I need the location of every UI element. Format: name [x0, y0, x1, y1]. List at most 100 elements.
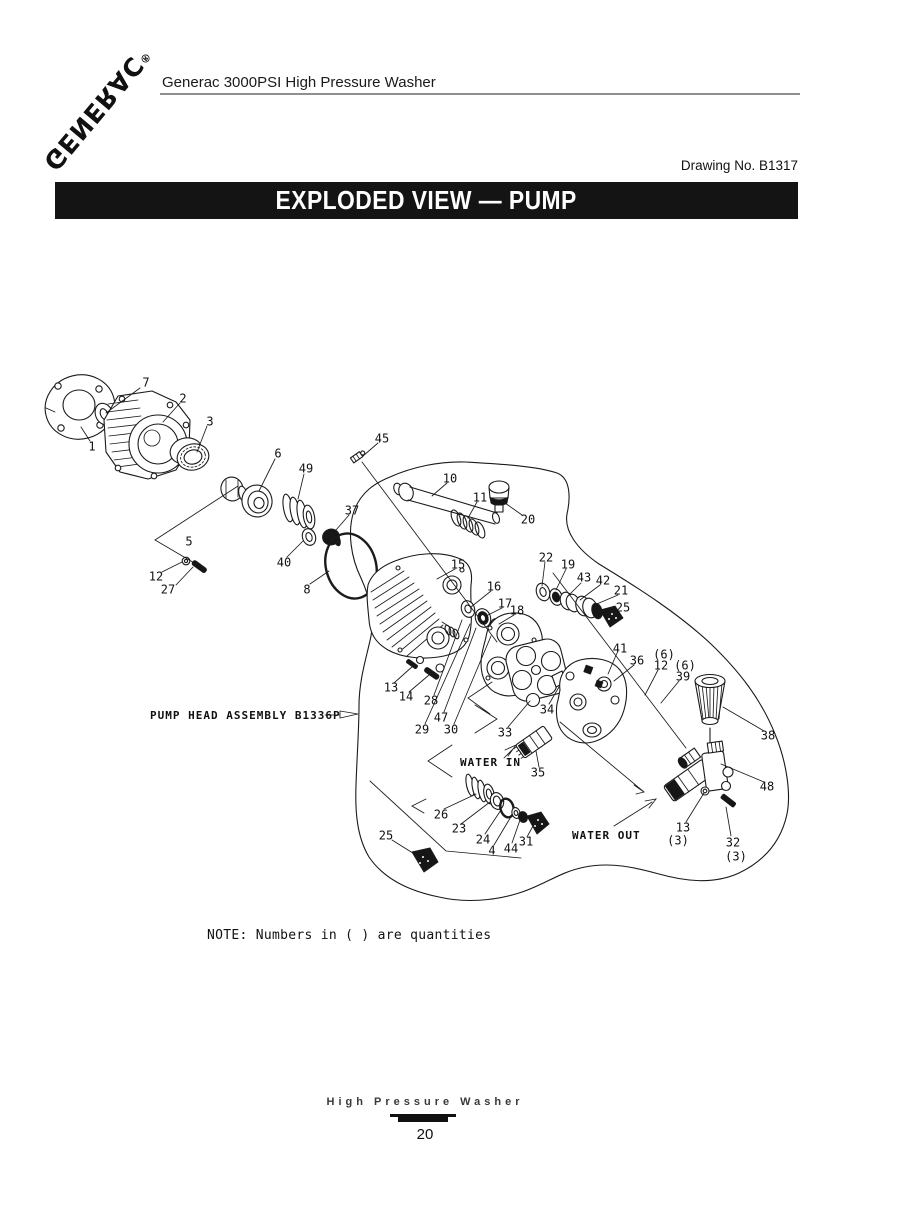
- section-banner: EXPLODED VIEW — PUMP: [55, 182, 798, 219]
- drawing-number: Drawing No. B1317: [680, 158, 798, 173]
- part-35-inlet-fitting: [513, 725, 553, 759]
- callout-37: 37: [345, 504, 359, 518]
- assembly-cloud-outline: [349, 461, 789, 902]
- callout-23: 23: [452, 822, 466, 836]
- callout-32: 32: [726, 836, 740, 850]
- part-10-piston-rod: [393, 482, 501, 525]
- callout-31: 31: [519, 835, 533, 849]
- callout-8: 8: [303, 583, 310, 597]
- callout-38: 38: [761, 729, 775, 743]
- water-in-arrow: [503, 743, 518, 759]
- callout-7: 7: [142, 376, 149, 390]
- part-2-bearing-housing: [103, 390, 191, 480]
- callout-13: 13: [676, 821, 690, 835]
- callout-45: 45: [375, 432, 389, 446]
- pump-head-assembly-label: PUMP HEAD ASSEMBLY B1336P: [150, 709, 341, 722]
- callout-48: 48: [760, 780, 774, 794]
- callout-(6): (6): [653, 648, 675, 662]
- footer-bar-thick: [398, 1117, 448, 1122]
- callout-3: 3: [206, 415, 213, 429]
- part-31-valve-cone: [526, 811, 550, 835]
- assembly-arrow: [324, 710, 359, 719]
- callout-18: 18: [510, 604, 524, 618]
- callout-39: 39: [676, 670, 690, 684]
- part-25-valve-cone: [411, 847, 439, 873]
- callout-29: 29: [415, 723, 429, 737]
- callout-40: 40: [277, 556, 291, 570]
- callout-2: 2: [179, 392, 186, 406]
- callout-6: 6: [274, 447, 281, 461]
- callout-27: 27: [161, 583, 175, 597]
- part-33-valve-plate: [505, 638, 569, 708]
- leader-lines: [80, 387, 765, 856]
- page-number: 20: [416, 1126, 434, 1143]
- callout-14: 14: [399, 690, 413, 704]
- callout-20: 20: [521, 513, 535, 527]
- part-15-finned-pump-head: [366, 553, 473, 659]
- water-out-label: WATER OUT: [572, 829, 641, 842]
- part-45-fitting: [349, 450, 366, 464]
- callout-(6): (6): [674, 659, 696, 673]
- callout-22: 22: [539, 551, 553, 565]
- part-17-ring: [474, 608, 492, 628]
- callout-49: 49: [299, 462, 313, 476]
- part-49-ribbed-seal: [282, 493, 316, 530]
- quantities-note: NOTE: Numbers in ( ) are quantities: [207, 928, 492, 943]
- callout-41: 41: [613, 642, 627, 656]
- footer-title: High Pressure Washer: [326, 1096, 524, 1108]
- callout-10: 10: [443, 472, 457, 486]
- part-48-unloader-valve: [663, 740, 736, 808]
- callout-13: 13: [384, 681, 398, 695]
- part-11-spring: [450, 509, 486, 539]
- callout-17: 17: [498, 597, 512, 611]
- callout-11: 11: [473, 491, 487, 505]
- callout-15: 15: [451, 558, 465, 572]
- callout-16: 16: [487, 580, 501, 594]
- callout-12: 12: [149, 570, 163, 584]
- valve-kit-parts: [535, 582, 624, 628]
- part-13-screw: [406, 655, 425, 669]
- section-banner-title: EXPLODED VIEW — PUMP: [275, 185, 578, 215]
- callout-19: 19: [561, 558, 575, 572]
- part-41-plug: [583, 664, 594, 675]
- callout-25: 25: [616, 601, 630, 615]
- part-38-adjusting-knob: [694, 673, 726, 753]
- footer-bar: [390, 1114, 456, 1117]
- callout-30: 30: [444, 723, 458, 737]
- part-32-screw: [720, 793, 736, 808]
- callout-35: 35: [531, 766, 545, 780]
- part-13-nut: [700, 786, 710, 796]
- part-27-screw: [191, 560, 207, 573]
- part-36-manifold-body: [555, 657, 628, 744]
- callout-43: 43: [577, 571, 591, 585]
- header-rule: [160, 93, 800, 95]
- water-out-arrow: [613, 798, 658, 827]
- callout-47: 47: [434, 711, 448, 725]
- callout-34: 34: [540, 703, 554, 717]
- callout-44: 44: [504, 842, 518, 856]
- part-3-ball-bearing: [169, 437, 210, 471]
- part-37-retaining-nut: [322, 528, 341, 547]
- callout-12: 12: [654, 659, 668, 673]
- page-header-title: Generac 3000PSI High Pressure Washer: [162, 74, 436, 91]
- callout-(3): (3): [667, 834, 689, 848]
- part-20-cap-plug: [488, 480, 510, 513]
- bottom-valve-stack: [411, 773, 550, 873]
- callout-33: 33: [498, 726, 512, 740]
- axis-lines: [154, 461, 687, 859]
- callout-(3): (3): [725, 850, 747, 864]
- callout-5: 5: [185, 535, 192, 549]
- callout-36: 36: [630, 654, 644, 668]
- part-6-seal-stack: [241, 484, 273, 518]
- callout-1: 1: [88, 440, 95, 454]
- part-14-bolt: [424, 663, 445, 680]
- callout-24: 24: [476, 833, 490, 847]
- callout-4: 4: [488, 844, 495, 858]
- callout-26: 26: [434, 808, 448, 822]
- part-16-ring: [460, 600, 476, 618]
- water-in-label: WATER IN: [460, 756, 521, 769]
- callout-25: 25: [379, 829, 393, 843]
- callout-42: 42: [596, 574, 610, 588]
